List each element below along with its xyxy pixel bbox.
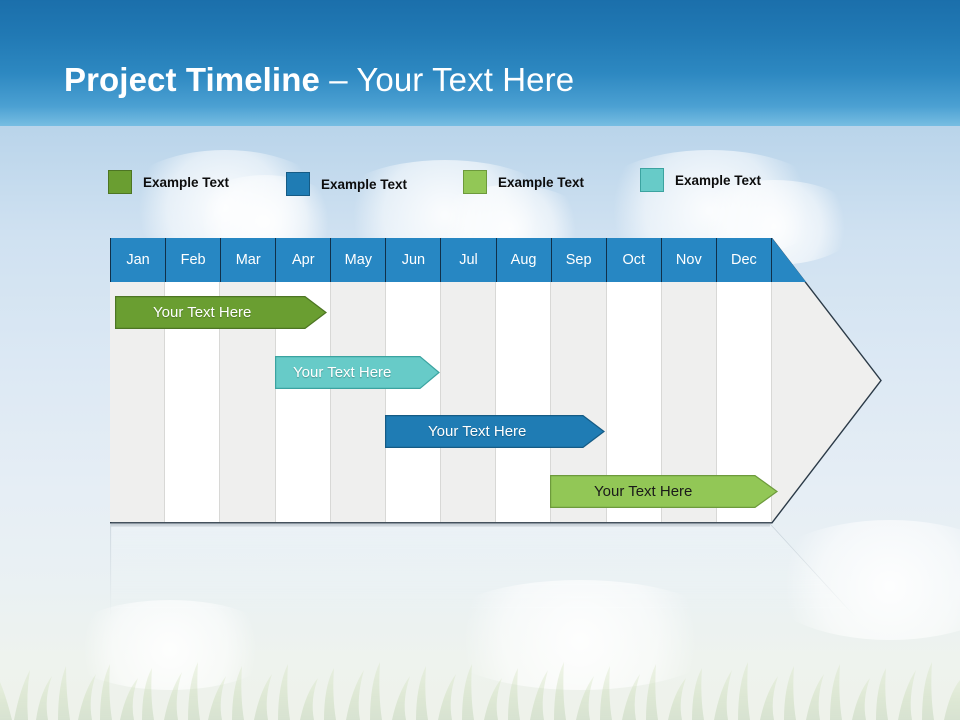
month-cell-feb[interactable]: Feb (166, 238, 222, 282)
legend-item-label: Example Text (321, 176, 408, 192)
legend-swatch-icon (640, 168, 664, 192)
month-cell-mar[interactable]: Mar (221, 238, 277, 282)
task-bar-2-label: Your Text Here (293, 364, 392, 381)
task-bar-1-label: Your Text Here (153, 304, 252, 321)
title-bold-part: Project Timeline (64, 61, 320, 98)
column-may (330, 282, 386, 522)
task-bar-3-label: Your Text Here (428, 423, 527, 440)
month-cell-jan[interactable]: Jan (110, 238, 167, 282)
column-jul (441, 282, 497, 522)
legend-item-label: Example Text (498, 174, 585, 190)
month-cell-jun[interactable]: Jun (386, 238, 442, 282)
task-bar-2-shape (275, 356, 440, 390)
legend-item-label: Example Text (675, 172, 762, 188)
task-bar-4-label: Your Text Here (594, 483, 693, 500)
legend-item-label: Example Text (143, 174, 230, 190)
column-jun (385, 282, 442, 522)
title-light-part: – Your Text Here (319, 61, 575, 98)
task-bar-1-shape (115, 296, 327, 330)
title-banner (0, 0, 960, 126)
header-arrow-wedge (772, 238, 806, 282)
page-title: Project Timeline – Your Text Here (64, 58, 574, 102)
month-cell-nov[interactable]: Nov (661, 238, 717, 282)
task-bar-4[interactable]: Your Text Here (550, 475, 822, 509)
legend-item[interactable]: Example Text (108, 170, 229, 194)
month-cell-aug[interactable]: Aug (496, 238, 552, 282)
task-bar-3[interactable]: Your Text Here (385, 415, 648, 449)
column-aug (496, 282, 552, 522)
legend-item[interactable]: Example Text (463, 170, 584, 194)
month-cell-oct[interactable]: Oct (606, 238, 662, 282)
legend-item[interactable]: Example Text (286, 172, 407, 196)
legend-swatch-icon (108, 170, 132, 194)
month-cell-may[interactable]: May (331, 238, 387, 282)
task-bar-4-shape (550, 475, 779, 509)
month-cell-apr[interactable]: Apr (276, 238, 332, 282)
month-cell-dec[interactable]: Dec (716, 238, 772, 282)
task-bars: Your Text Here Your Text Here Your Text … (110, 282, 880, 522)
legend: Example Text Example Text Example Text E… (108, 166, 868, 200)
legend-item[interactable]: Example Text (640, 168, 761, 192)
task-bar-2[interactable]: Your Text Here (275, 356, 458, 390)
month-cell-sep[interactable]: Sep (551, 238, 607, 282)
legend-swatch-icon (286, 172, 310, 196)
task-bar-3-shape (385, 415, 605, 449)
legend-swatch-icon (463, 170, 487, 194)
task-bar-1[interactable]: Your Text Here (115, 296, 365, 330)
month-header-row: Jan Feb Mar Apr May Jun Jul Aug Sep Oct … (110, 238, 772, 282)
month-cell-jul[interactable]: Jul (441, 238, 497, 282)
timeline-chart: Jan Feb Mar Apr May Jun Jul Aug Sep Oct … (110, 238, 882, 524)
